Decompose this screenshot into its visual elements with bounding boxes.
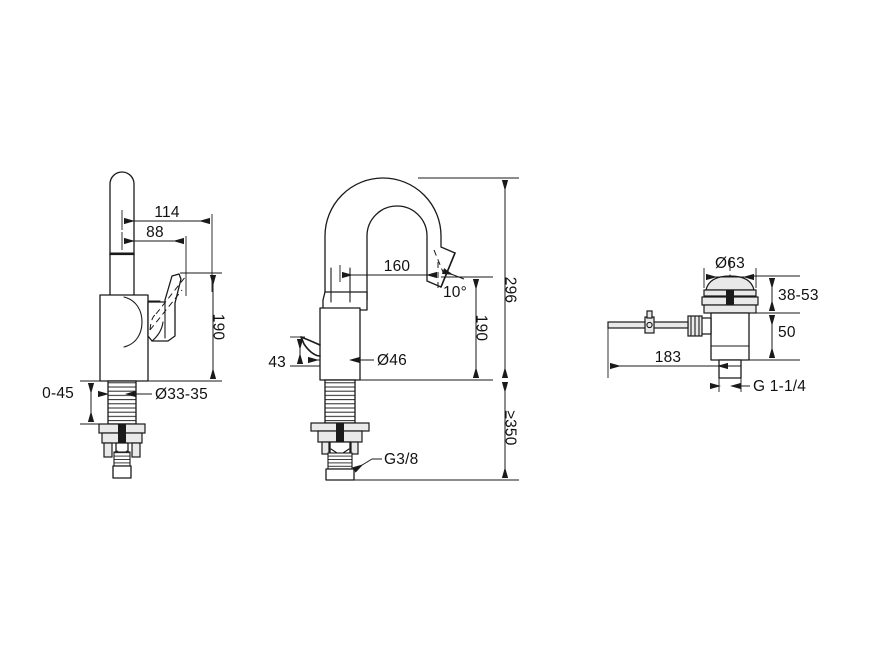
dim-label-045: 0-45 <box>42 385 74 402</box>
center-outlet-centerline <box>433 249 444 273</box>
dim-label-160: 160 <box>384 258 411 275</box>
center-nut-leg-left <box>321 441 330 455</box>
leader-g38 <box>352 458 373 473</box>
left-lever-underside <box>151 321 164 342</box>
waste-rod-pin <box>646 310 653 319</box>
left-nut-leg-right <box>131 442 141 458</box>
left-spout-joint-band <box>110 252 134 256</box>
left-nut-leg-left <box>103 442 113 458</box>
left-lever-ghost-lower <box>149 289 183 331</box>
left-body-block <box>99 294 149 382</box>
dim-label-190-left: 190 <box>210 314 227 341</box>
dim-label-88: 88 <box>146 224 164 241</box>
center-lever-stub-top <box>300 336 321 346</box>
left-threaded-shank <box>107 380 137 425</box>
dim-label-10deg: 10° <box>443 284 467 301</box>
left-view-dimensions: 114 88 190 0-45 Ø33-35 <box>42 204 227 425</box>
left-hose-nut <box>112 465 132 479</box>
center-stud-core <box>336 423 344 442</box>
dim-label-43: 43 <box>268 354 286 371</box>
waste-body-barrel <box>710 312 750 361</box>
right-view-dimensions: Ø63 38-53 50 183 G 1-1/4 <box>607 255 819 395</box>
right-view-popup-waste <box>607 258 759 379</box>
waste-flange-lower <box>703 304 757 314</box>
left-hose-thread <box>113 451 131 467</box>
waste-rod-clevis <box>644 316 655 334</box>
center-hose-thread <box>327 452 353 470</box>
waste-rod-pivot-hole <box>646 321 653 329</box>
left-lever-ghost-upper <box>155 275 187 315</box>
dim-label-d63: Ø63 <box>715 255 745 272</box>
center-gooseneck-spout <box>324 177 456 301</box>
center-nut-leg-right <box>350 441 359 455</box>
center-view-dimensions: 160 10° 190 296 43 Ø46 ≥350 G3/8 <box>268 177 519 481</box>
waste-tailpiece <box>718 359 742 379</box>
dim-label-183: 183 <box>655 349 681 366</box>
dim-label-d46: Ø46 <box>377 352 407 369</box>
dim-label-3853: 38-53 <box>778 287 819 304</box>
center-body-cylinder <box>319 307 361 381</box>
dim-label-114: 114 <box>154 204 179 221</box>
center-threaded-shank <box>324 379 356 424</box>
dim-label-d3335: Ø33-35 <box>155 386 208 403</box>
dim-label-50: 50 <box>778 324 796 341</box>
left-stud-core <box>118 424 126 443</box>
left-cartridge-dome <box>123 296 143 348</box>
center-hose-nut <box>325 468 355 481</box>
dim-label-g114: G 1-1/4 <box>753 378 806 395</box>
center-view-front-elevation <box>300 177 456 481</box>
waste-stopper-stem <box>726 290 734 306</box>
dim-label-g38: G3/8 <box>384 451 418 468</box>
left-view-side-elevation <box>98 171 187 479</box>
dim-label-min350: ≥350 <box>502 410 519 445</box>
center-lever-stub-bottom <box>300 336 321 357</box>
center-spout-collar <box>322 291 368 311</box>
left-lever-ghost-pivot <box>149 313 157 331</box>
dim-label-190-center: 190 <box>473 315 490 342</box>
dim-label-296: 296 <box>502 277 519 303</box>
dim-line-10deg <box>441 268 465 280</box>
